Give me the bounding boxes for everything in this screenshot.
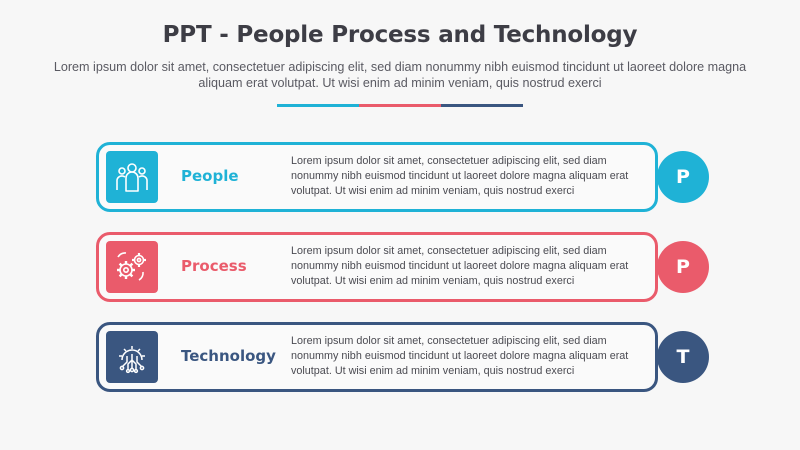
page-subtitle: Lorem ipsum dolor sit amet, consectetuer… <box>53 60 747 90</box>
people-group-icon <box>106 151 158 203</box>
item-label-technology: Technology <box>181 347 276 365</box>
divider-segment-technology <box>441 104 523 107</box>
page-title: PPT - People Process and Technology <box>162 22 638 48</box>
divider-segment-process <box>359 104 441 107</box>
item-letter-badge-technology: T <box>657 331 709 383</box>
item-letter-badge-people: P <box>657 151 709 203</box>
item-row-people: People Lorem ipsum dolor sit amet, conse… <box>96 142 658 212</box>
divider-segment-people <box>277 104 359 107</box>
item-label-people: People <box>181 167 239 185</box>
item-label-process: Process <box>181 257 247 275</box>
item-description-technology: Lorem ipsum dolor sit amet, consectetuer… <box>291 335 629 377</box>
gears-cycle-icon <box>106 241 158 293</box>
item-letter-badge-process: P <box>657 241 709 293</box>
item-description-people: Lorem ipsum dolor sit amet, consectetuer… <box>291 155 629 197</box>
item-row-technology: Technology Lorem ipsum dolor sit amet, c… <box>96 322 658 392</box>
item-row-process: Process Lorem ipsum dolor sit amet, cons… <box>96 232 658 302</box>
item-description-process: Lorem ipsum dolor sit amet, consectetuer… <box>291 245 629 287</box>
circuit-gear-icon <box>106 331 158 383</box>
